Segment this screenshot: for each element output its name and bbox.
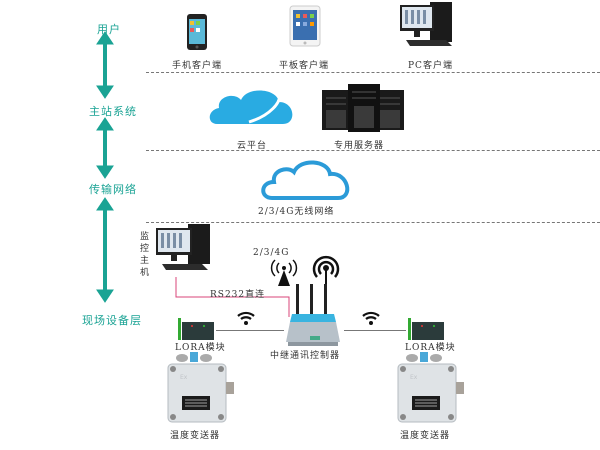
layer-axis (96, 31, 114, 303)
layer-label-master: 主站系统 (89, 105, 137, 118)
lora-module-icon-left (178, 318, 214, 340)
monitor-host-label: 监控主机 (140, 232, 151, 278)
rs232-line (175, 277, 290, 317)
link-right (344, 330, 406, 331)
layer-label-transport: 传输网络 (89, 183, 137, 196)
pc-icon (400, 2, 452, 46)
separator-user-master (146, 72, 600, 73)
signal-tower-icon (270, 259, 298, 286)
monitor-host-pc-icon (156, 224, 210, 270)
relay-controller-label: 中继通讯控制器 (270, 351, 341, 361)
transmitter-left: Ex (167, 352, 234, 424)
layer-label-user: 用户 (97, 23, 121, 36)
rs232-label: RS232直连 (210, 290, 266, 300)
ex-mark: Ex (410, 374, 418, 381)
layer-label-field: 现场设备层 (82, 314, 142, 327)
wireless-network-cloud-icon (261, 160, 350, 200)
separator-master-transport (146, 150, 600, 151)
transmitter-label-left: 温度变送器 (170, 431, 221, 441)
signal-label: 2/3/4G (253, 248, 290, 258)
relay-controller-icon (286, 284, 340, 346)
lora-label-right: LORA模块 (405, 343, 456, 353)
transmitter-right: Ex (397, 352, 464, 424)
arrow-down-icon (96, 85, 114, 99)
mobile-phone-icon (187, 14, 207, 50)
server-icon (322, 84, 404, 132)
wifi-icon-left (237, 311, 255, 325)
antenna-signal-icon (312, 255, 340, 284)
link-left (216, 330, 284, 331)
ex-mark: Ex (180, 374, 188, 381)
temperature-transmitter-icon (167, 352, 234, 423)
separator-transport-field (146, 222, 600, 223)
wifi-icon-right (362, 311, 380, 325)
mobile-client-label: 手机客户端 (172, 61, 223, 71)
lora-module-icon-right (408, 318, 444, 340)
transmitter-label-right: 温度变送器 (400, 431, 451, 441)
pc-client-label: PC客户端 (408, 61, 453, 71)
tablet-client-label: 平板客户端 (279, 61, 330, 71)
cloud-platform-label: 云平台 (237, 141, 268, 151)
cloud-platform-icon (209, 90, 293, 124)
temperature-transmitter-icon (397, 352, 464, 423)
tablet-icon (289, 5, 321, 47)
dedicated-server-label: 专用服务器 (334, 141, 385, 151)
lora-label-left: LORA模块 (175, 343, 226, 353)
arrow-up-icon (96, 31, 114, 45)
wireless-network-label: 2/3/4G无线网络 (258, 207, 335, 217)
